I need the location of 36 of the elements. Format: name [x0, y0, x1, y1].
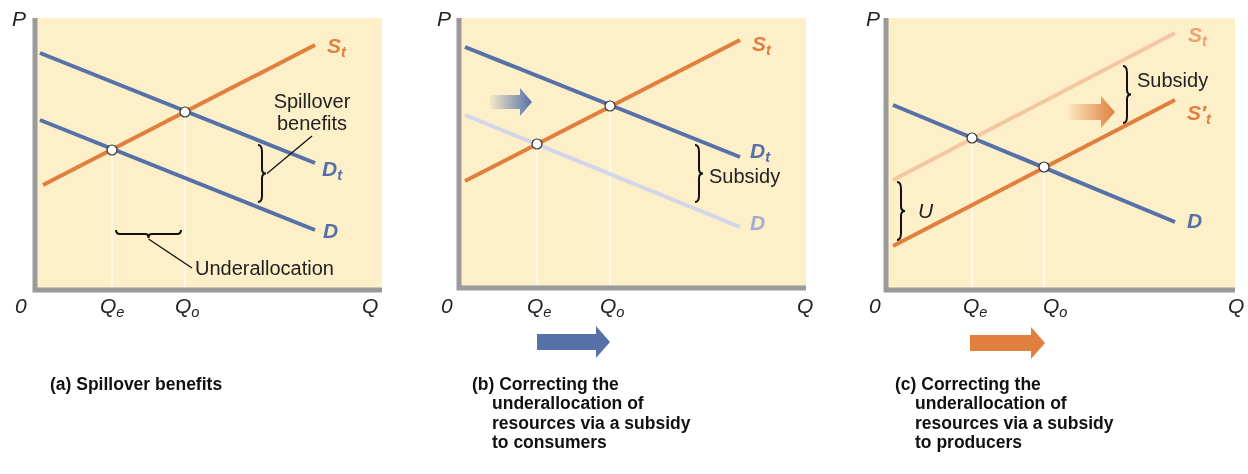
curve-label: D: [323, 220, 339, 241]
curve-label: D: [750, 212, 766, 233]
curve-label: S$_{t}$: [752, 33, 771, 58]
axis-label: P: [437, 8, 451, 29]
axis-label: Q$_{o}$: [1043, 295, 1068, 320]
axis-label: Q$_{e}$: [527, 295, 552, 320]
axis-label: Q$_{e}$: [963, 295, 988, 320]
axis-label: Q$_{e}$: [100, 295, 125, 320]
brace: [115, 229, 182, 239]
curve-label: S$_{t}$: [1188, 24, 1207, 49]
axis-label: Q: [362, 295, 379, 316]
axis-label: 0: [869, 295, 881, 316]
axis-label: Q$_{o}$: [175, 295, 200, 320]
leader-line: [266, 135, 313, 175]
axis-label: P: [12, 8, 26, 29]
axis-label: 0: [15, 295, 27, 316]
axis-label: Q: [797, 295, 814, 316]
annotation-text: Spillover benefits: [262, 90, 362, 134]
curve-label: D$_{t}$: [322, 158, 343, 183]
annotation-text: Underallocation: [195, 258, 334, 278]
brace-label: Subsidy: [1137, 70, 1209, 90]
curve-label: S$_{t}$: [327, 35, 346, 60]
axis-label: U: [918, 200, 934, 221]
curve-label: S′$_{t}$: [1187, 102, 1211, 127]
panel-caption: (b) Correcting the underallocation of resources via a subsidy to consumers: [472, 375, 692, 452]
curve-label: D: [1187, 210, 1203, 231]
panel-caption: (c) Correcting the underallocation of resources via a subsidy to producers: [895, 375, 1115, 452]
axis-label: Q: [1228, 295, 1245, 316]
brace: [257, 144, 267, 203]
axis-label: 0: [441, 295, 453, 316]
panel-caption: (a) Spillover benefits: [50, 375, 224, 395]
axis-label: Q$_{o}$: [600, 295, 625, 320]
axis-label: P: [866, 8, 880, 29]
curve-label: D$_{t}$: [750, 140, 771, 165]
leader-line: [147, 238, 193, 269]
brace-label: Subsidy: [709, 166, 781, 186]
